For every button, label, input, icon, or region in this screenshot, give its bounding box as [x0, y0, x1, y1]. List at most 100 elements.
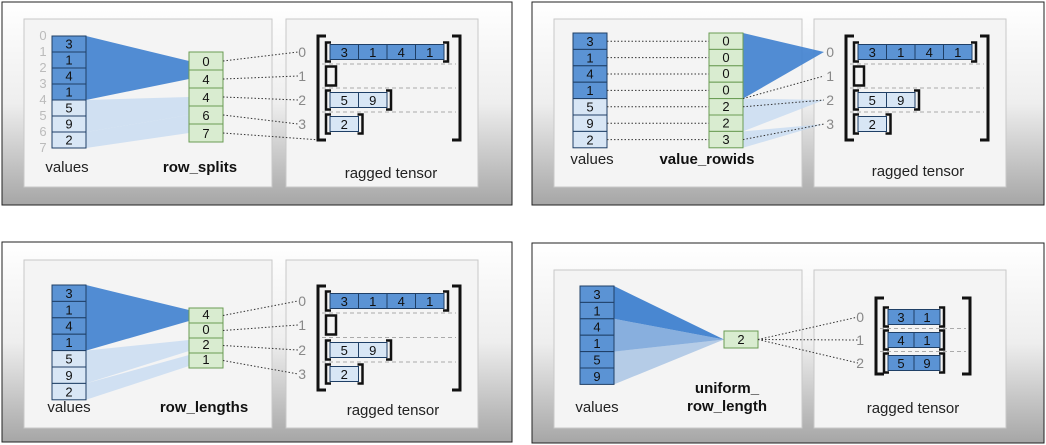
- row-fan: [86, 115, 189, 148]
- value-index-label: 6: [39, 124, 46, 139]
- connector-line: [742, 75, 825, 100]
- tensor-label: ragged tensor: [867, 400, 960, 417]
- row-right-bracket: [939, 329, 946, 351]
- value-text: 1: [586, 83, 593, 98]
- value-text: 4: [586, 67, 593, 82]
- row-index-label: 0: [298, 44, 306, 60]
- row-left-bracket: [324, 65, 331, 87]
- row-left-bracket: [324, 113, 331, 135]
- tensor-cell-text: 5: [341, 343, 348, 358]
- tensor-cell: [913, 332, 941, 348]
- tensor-row: 1: [826, 65, 866, 87]
- encoding-text: 7: [202, 126, 209, 141]
- encoding-label: row_lengths: [160, 399, 248, 416]
- row-right-bracket: [443, 290, 450, 312]
- tensor-cell-text: 1: [923, 333, 930, 348]
- tensor-cell: [415, 44, 445, 60]
- row-fan: [86, 36, 189, 100]
- tensor-cell-text: 2: [869, 117, 876, 132]
- value-text: 9: [593, 369, 600, 384]
- row-right-bracket: [859, 65, 866, 87]
- row-left-bracket: [324, 314, 331, 336]
- row-left-bracket: [852, 65, 859, 87]
- encoding-text: 0: [722, 50, 729, 65]
- encoding-label: value_rowids: [659, 151, 754, 168]
- tensor-cell-text: 1: [426, 294, 433, 309]
- encoding-text: 6: [202, 108, 209, 123]
- row-fan: [86, 97, 189, 132]
- row-left-bracket: [324, 339, 331, 361]
- value-text: 5: [65, 352, 72, 367]
- row-index-label: 3: [298, 116, 306, 132]
- tensor-cell: [913, 309, 941, 325]
- tensor-right-bracket: [452, 284, 462, 392]
- row-index-label: 2: [298, 342, 306, 358]
- encoding-text: 0: [722, 33, 729, 48]
- row-fan: [614, 318, 724, 352]
- encoding-text: 3: [722, 132, 729, 147]
- fan-group: [743, 33, 824, 148]
- tensor-right-bracket: [962, 296, 972, 376]
- value-text: 4: [65, 319, 72, 334]
- tensor-cell-text: 1: [369, 45, 376, 60]
- tensor-cell-text: 2: [341, 117, 348, 132]
- value-text: 1: [65, 302, 72, 317]
- row-right-bracket: [939, 352, 946, 374]
- row-left-bracket: [324, 41, 331, 63]
- tensor-cell: [857, 116, 887, 132]
- tensor-left-bracket: [316, 284, 326, 392]
- value-text: 4: [65, 69, 72, 84]
- row-left-bracket: [852, 113, 859, 135]
- fan-group: [86, 285, 189, 400]
- encoding-text: 2: [202, 337, 209, 352]
- row-fan: [86, 340, 189, 384]
- encoding-column: 2: [723, 330, 759, 349]
- value-cell: [51, 131, 87, 149]
- row-index-label: 2: [856, 355, 864, 371]
- row-index-label: 2: [298, 92, 306, 108]
- encoding-text: 0: [202, 54, 209, 69]
- row-right-bracket: [443, 41, 450, 63]
- tensor-cell-text: 1: [369, 294, 376, 309]
- row-left-bracket: [882, 329, 889, 351]
- value-text: 4: [593, 320, 600, 335]
- tensor-cell-text: 3: [869, 45, 876, 60]
- tensor-cell: [329, 366, 359, 382]
- row-index-label: 3: [826, 116, 834, 132]
- connector-line: [222, 132, 321, 141]
- tensor-cell: [358, 92, 388, 108]
- row-left-bracket: [324, 89, 331, 111]
- values-label: values: [47, 399, 90, 416]
- encoding-label: uniform_: [695, 380, 760, 397]
- value-text: 5: [586, 100, 593, 115]
- tensor-cell-text: 9: [897, 93, 904, 108]
- row-right-bracket: [357, 363, 364, 385]
- value-text: 3: [65, 286, 72, 301]
- encoding-text: 2: [737, 332, 744, 347]
- tensor-cell-text: 5: [341, 93, 348, 108]
- row-right-bracket: [971, 41, 978, 63]
- row-fan: [86, 285, 189, 351]
- values-label: values: [45, 159, 88, 176]
- tensor-label: ragged tensor: [872, 163, 965, 180]
- tensor-cell-text: 4: [897, 333, 904, 348]
- encoding-text: 0: [722, 83, 729, 98]
- tensor-row: 1: [298, 65, 338, 87]
- row-right-bracket: [331, 65, 338, 87]
